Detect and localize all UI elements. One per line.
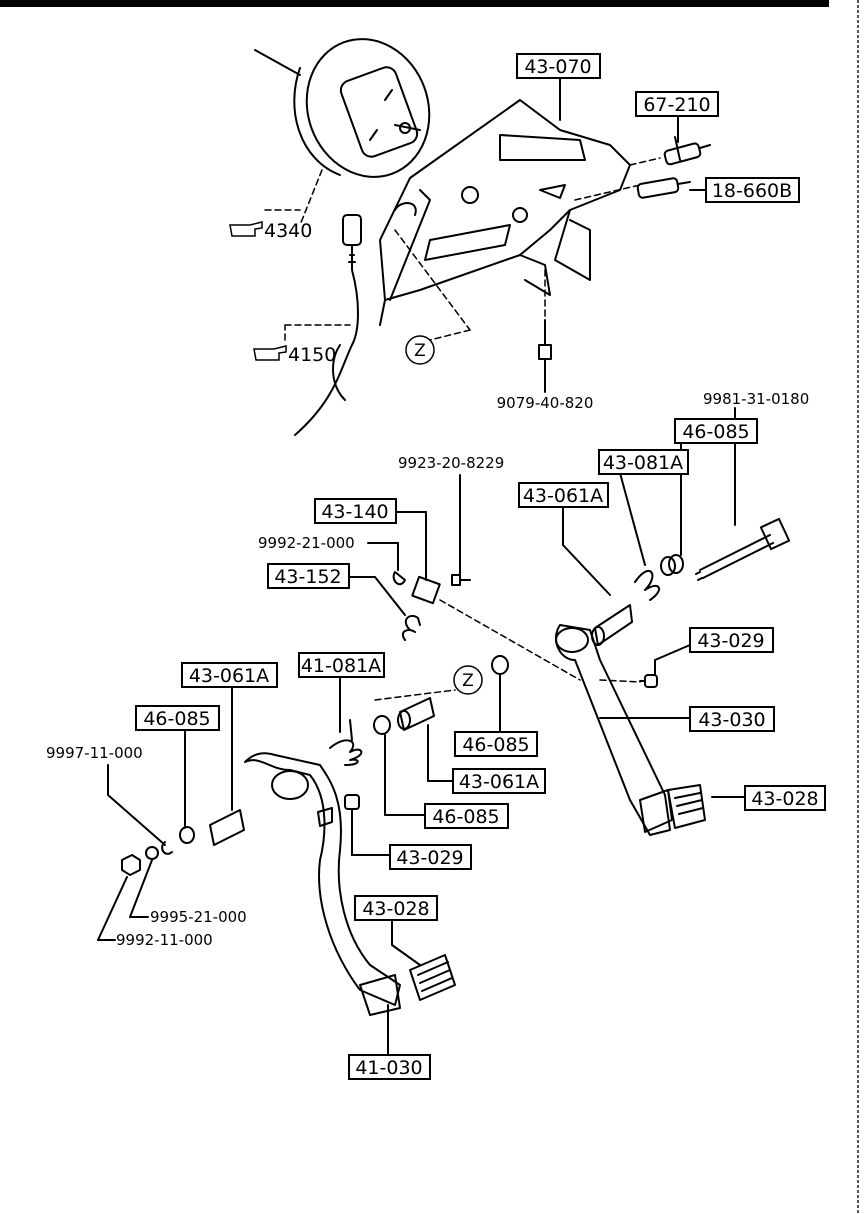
clutch-spring (329, 719, 363, 766)
part-label-9992-21-000: 9992-21-000 (258, 534, 355, 552)
part-label-43-061a-top: 43-061A (523, 485, 603, 507)
zone-marker-top: Z (405, 335, 435, 365)
part-label-9923-20-8229: 9923-20-8229 (398, 454, 504, 472)
part-label-41-030: 41-030 (355, 1057, 422, 1079)
part-label-43-081a: 43-081A (603, 452, 683, 474)
part-label-18-660b: 18-660B (712, 180, 792, 202)
part-label-46-085-low: 46-085 (432, 806, 499, 828)
brake-booster (254, 38, 431, 178)
stop-light-switch (663, 136, 711, 166)
part-label-43-061a-mid: 43-061A (459, 771, 539, 793)
part-label-43-152: 43-152 (274, 566, 341, 588)
bushings-mid (373, 655, 509, 735)
lower-left-hardware (121, 809, 245, 876)
zone-label-mid: Z (462, 671, 474, 691)
ref-label-4340: 4340 (264, 220, 312, 242)
stopper-bolt-upper (639, 674, 658, 688)
dashed-lines (264, 157, 661, 701)
part-label-43-029-upper: 43-029 (697, 630, 764, 652)
top-border-bar (0, 0, 829, 7)
zone-marker-mid: Z (453, 665, 483, 695)
part-label-46-085-left: 46-085 (143, 708, 210, 730)
clutch-pedal-parts (392, 571, 471, 641)
part-label-43-028-upper: 43-028 (751, 788, 818, 810)
stopper-bolt-lower (344, 794, 360, 810)
part-label-9079-40-820: 9079-40-820 (497, 394, 594, 412)
ref-label-4150: 4150 (288, 344, 336, 366)
brake-pedal-pad (667, 784, 706, 829)
clutch-pedal-pad (409, 954, 456, 1001)
ref-4150[interactable]: 4150 (253, 344, 336, 366)
part-label-43-140: 43-140 (321, 501, 388, 523)
part-label-43-061a-left: 43-061A (189, 665, 269, 687)
brake-pedal-parts (591, 554, 684, 646)
label-boxes (135, 53, 826, 1080)
part-label-43-028-lower: 43-028 (362, 898, 429, 920)
part-label-9992-11-000: 9992-11-000 (116, 931, 213, 949)
part-label-46-085-mid: 46-085 (462, 734, 529, 756)
part-label-43-070: 43-070 (524, 56, 591, 78)
leader-lines (97, 77, 746, 1056)
pivot-bolt (695, 517, 791, 581)
part-label-46-085-top: 46-085 (682, 421, 749, 443)
clutch-switch (636, 177, 691, 199)
part-label-9995-21-000: 9995-21-000 (150, 908, 247, 926)
part-label-41-081a: 41-081A (301, 655, 381, 677)
zone-label-top: Z (414, 341, 426, 361)
part-label-43-030: 43-030 (698, 709, 765, 731)
clutch-cable (294, 214, 362, 436)
bracket-bolt (538, 319, 552, 391)
part-label-9981-31-0180: 9981-31-0180 (703, 390, 809, 408)
pointing-hand-icon (253, 345, 287, 361)
brake-pedal-arm (555, 624, 673, 836)
part-label-43-029-lower: 43-029 (396, 847, 463, 869)
clutch-pedal-arm (244, 752, 401, 1016)
part-label-67-210: 67-210 (643, 94, 710, 116)
ref-4340[interactable]: 4340 (229, 220, 312, 242)
part-label-9997-11-000: 9997-11-000 (46, 744, 143, 762)
pointing-hand-icon (229, 221, 263, 237)
